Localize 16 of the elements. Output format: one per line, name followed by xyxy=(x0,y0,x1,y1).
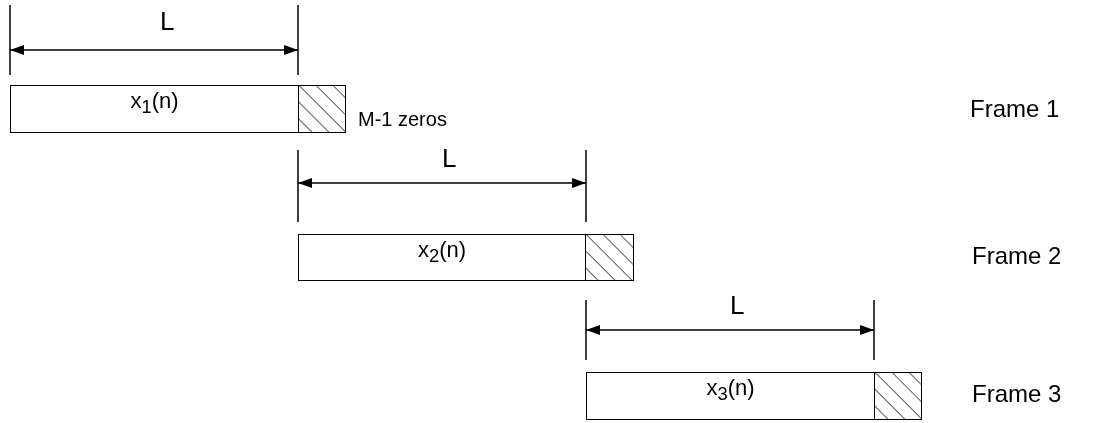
annotation-text: Frame 1 xyxy=(970,95,1060,123)
frame-label: x$_{1}$(n) xyxy=(129,88,180,119)
annotation-text: Frame 2 xyxy=(972,242,1062,270)
frame-label: x$_{2}$(n) xyxy=(416,237,468,268)
frame-label: x$_{3}$(n) xyxy=(705,375,756,406)
hatched-block xyxy=(874,372,922,420)
annotation-text: L xyxy=(442,143,457,174)
frame-block xyxy=(10,85,299,133)
frame-block xyxy=(586,372,875,420)
annotation-text: Frame 3 xyxy=(972,380,1062,408)
frame-block xyxy=(298,234,586,281)
hatched-block xyxy=(298,85,346,133)
annotation-text: L xyxy=(730,290,745,321)
annotation-text: M-1 zeros xyxy=(358,108,447,131)
annotation-text: L xyxy=(160,6,175,37)
hatched-block xyxy=(585,234,634,281)
